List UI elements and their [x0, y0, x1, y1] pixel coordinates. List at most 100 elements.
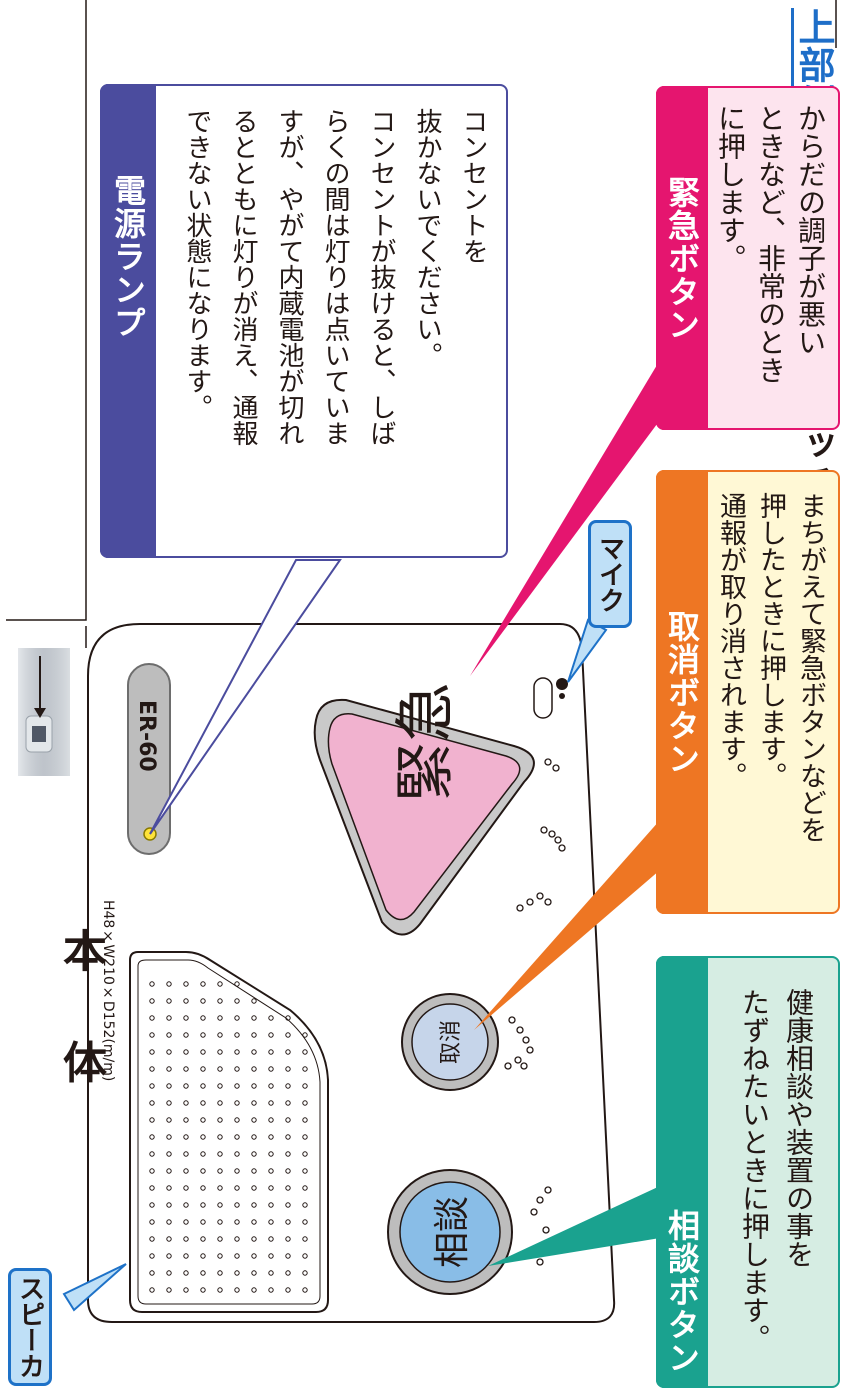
grille-dot [251, 1015, 257, 1021]
mic-label: マイク [588, 520, 632, 628]
grille-dot [268, 1202, 274, 1208]
emergency-line: からだの調子が悪い [794, 104, 827, 356]
power-lamp-line: 抜かないでください。 [412, 108, 442, 368]
grille-dot [285, 1253, 291, 1259]
grille-dot [234, 1151, 240, 1157]
grille-dot [268, 1168, 274, 1174]
grille-dot [166, 1066, 172, 1072]
cancel-body: まちがえて緊急ボタンなどを 押したときに押します。 通報が取り消されます。 [708, 470, 838, 914]
grille-dot [183, 1032, 189, 1038]
grille-dot [166, 1100, 172, 1106]
cancel-button[interactable] [401, 993, 499, 1091]
grille-dot [200, 1287, 206, 1293]
power-lamp-line: るとともに灯りが消え、通報 [228, 108, 258, 446]
grille-dot [217, 1287, 223, 1293]
consult-body: 健康相談や装置の事を たずねたいときに押します。 [708, 956, 838, 1388]
grille-dot [234, 981, 240, 987]
grille-dot [234, 1168, 240, 1174]
grille-dot [268, 1015, 274, 1021]
vent-holes [516, 758, 566, 912]
grille-dot [183, 1117, 189, 1123]
cancel-line: まちがえて緊急ボタンなどを [795, 492, 826, 843]
reset-switch-photo [18, 648, 70, 776]
grille-dot [200, 1083, 206, 1089]
emergency-pointer [470, 360, 660, 676]
grille-dot [234, 1287, 240, 1293]
grille-dot [183, 1287, 189, 1293]
grille-dot [200, 1015, 206, 1021]
grille-dot [285, 1100, 291, 1106]
model-plate [127, 663, 171, 855]
grille-dot [166, 1032, 172, 1038]
consult-line: たずねたいときに押します。 [738, 988, 771, 1352]
grille-dot [149, 1185, 155, 1191]
grille-dot [166, 1134, 172, 1140]
grille-dot [234, 1253, 240, 1259]
grille-dot [149, 1083, 155, 1089]
grille-dot [217, 1236, 223, 1242]
grille-dot [149, 1287, 155, 1293]
grille-dot [251, 1066, 257, 1072]
grille-dot [149, 1117, 155, 1123]
grille-dot [251, 1100, 257, 1106]
grille-dot [302, 1032, 308, 1038]
grille-dot [302, 1134, 308, 1140]
grille-dot [268, 1083, 274, 1089]
mic [533, 677, 568, 719]
grille-dot [302, 1185, 308, 1191]
consult-pointer [488, 1186, 660, 1266]
grille-dot [149, 1015, 155, 1021]
grille-dot [149, 981, 155, 987]
consult-heading: 相談ボタン [656, 956, 708, 1388]
grille-dot [183, 1100, 189, 1106]
grille-dot [200, 1202, 206, 1208]
grille-dot [234, 1049, 240, 1055]
grille-dot [183, 1134, 189, 1140]
power-lamp-line: らくの間は灯りは点いていま [320, 108, 350, 446]
cancel-heading: 取消ボタン [656, 470, 708, 914]
grille-dot [183, 1202, 189, 1208]
grille-dot [200, 1219, 206, 1225]
grille-dot [285, 1066, 291, 1072]
power-lamp-line: できない状態になります。 [182, 108, 212, 420]
grille-dot [166, 1151, 172, 1157]
emergency-button[interactable] [313, 698, 535, 936]
power-lamp-body: コンセントを 抜かないでください。 コンセントが抜けると、しば らくの間は灯りは… [156, 84, 506, 558]
cancel-button-label: 取消 [439, 1020, 464, 1064]
grille-dot [166, 1253, 172, 1259]
grille-dot [149, 1253, 155, 1259]
grille-dot [302, 1219, 308, 1225]
grille-dot [166, 1202, 172, 1208]
speaker-pointer [62, 1263, 127, 1312]
grille-dot [183, 1151, 189, 1157]
grille-dot [285, 1236, 291, 1242]
grille-dot [234, 1134, 240, 1140]
body-title: 本 体 [55, 928, 106, 1110]
grille-dot [149, 1066, 155, 1072]
grille-dot [251, 1287, 257, 1293]
emergency-body: からだの調子が悪い ときなど、非常のとき に押します。 [708, 86, 838, 430]
grille-dot [200, 1100, 206, 1106]
grille-dot [183, 1168, 189, 1174]
grille-dot [183, 998, 189, 1004]
consult-line: 健康相談や装置の事を [782, 988, 815, 1268]
grille-dot [251, 1083, 257, 1089]
grille-dot [149, 1270, 155, 1276]
grille-dot [302, 1202, 308, 1208]
grille-dot [200, 1185, 206, 1191]
grille-dot [251, 1032, 257, 1038]
grille-dot [217, 1083, 223, 1089]
grille-dot [285, 1015, 291, 1021]
grille-dot [166, 1236, 172, 1242]
consult-button[interactable] [387, 1169, 513, 1295]
grille-dot [217, 1219, 223, 1225]
grille-dot [183, 1015, 189, 1021]
grille-dot [200, 1066, 206, 1072]
grille-dot [268, 1185, 274, 1191]
emergency-line: に押します。 [714, 104, 747, 272]
grille-dot [268, 1253, 274, 1259]
grille-dot [268, 1066, 274, 1072]
body-dimensions: H48×W210×D152(m/m) [100, 900, 116, 1082]
grille-dot [234, 1185, 240, 1191]
